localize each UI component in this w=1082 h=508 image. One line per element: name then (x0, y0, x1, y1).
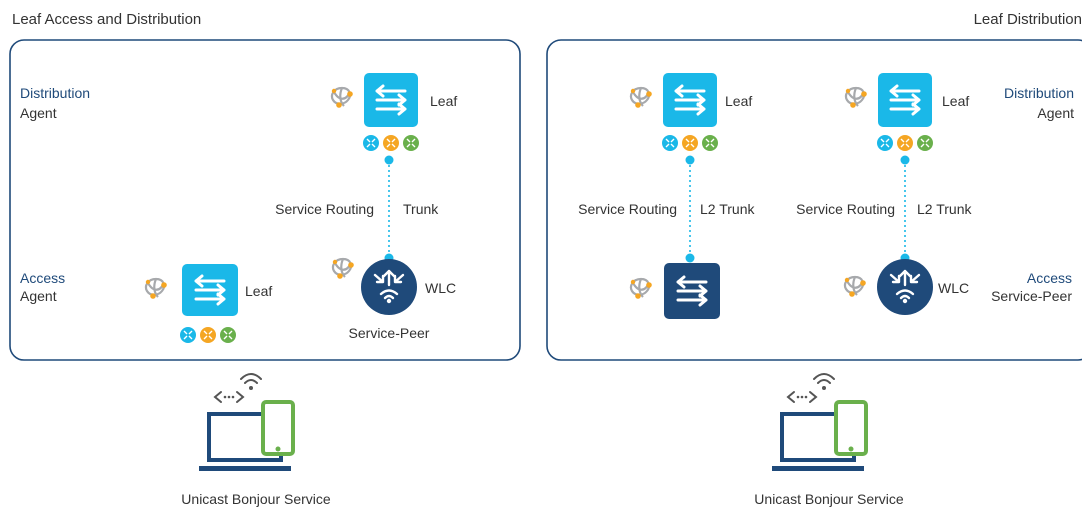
bonjour-service-icon (144, 277, 168, 300)
wlc-label: WLC (425, 280, 456, 296)
client-label: Unicast Bonjour Service (754, 491, 904, 507)
service-badge-icon (362, 134, 420, 152)
distribution-agent-label: Agent (1037, 105, 1074, 121)
distribution-agent-label: Agent (20, 105, 57, 121)
wlc-icon (361, 259, 417, 315)
service-routing-label: Service Routing (796, 201, 895, 217)
access-agent-label: Agent (20, 288, 57, 304)
leaf-switch-label: Leaf (942, 93, 969, 109)
link-endpoint (384, 155, 394, 165)
switch-arrows-icon (674, 84, 706, 116)
leaf-switch-label: Leaf (430, 93, 457, 109)
bonjour-service-icon (330, 86, 354, 109)
service-peer-label: Service-Peer (349, 325, 430, 341)
link-endpoint (685, 155, 695, 165)
service-routing-label: Service Routing (578, 201, 677, 217)
leaf-switch-label: Leaf (725, 93, 752, 109)
trunk-label: L2 Trunk (700, 201, 755, 217)
link-endpoint (685, 253, 695, 263)
bonjour-service-icon (629, 277, 653, 300)
bonjour-service-icon (331, 257, 355, 280)
service-peer-role-label: Service-Peer (991, 288, 1072, 304)
panel-frame (9, 39, 521, 361)
service-badge-icon (876, 134, 934, 152)
switch-arrows-icon (375, 84, 407, 116)
service-badge-icon (179, 326, 237, 344)
panel-title: Leaf Access and Distribution (12, 11, 201, 28)
switch-arrows-icon (194, 274, 226, 306)
client-label: Unicast Bonjour Service (181, 491, 331, 507)
link-endpoint (900, 155, 910, 165)
bonjour-service-icon (844, 86, 868, 109)
distribution-role-label: Distribution (20, 85, 90, 101)
bonjour-service-icon (843, 275, 867, 298)
leaf-switch-label: Leaf (245, 283, 272, 299)
access-role-label: Access (20, 270, 65, 286)
switch-arrows-icon (676, 275, 708, 307)
access-role-label: Access (1027, 270, 1072, 286)
distribution-role-label: Distribution (1004, 85, 1074, 101)
trunk-label: Trunk (403, 201, 439, 217)
bonjour-service-icon (629, 86, 653, 109)
panel-title: Leaf Distribution (974, 11, 1082, 28)
wlc-label: WLC (938, 280, 969, 296)
trunk-label: L2 Trunk (917, 201, 972, 217)
service-routing-label: Service Routing (275, 201, 374, 217)
switch-arrows-icon (889, 84, 921, 116)
laptop-phone-client-icon (770, 372, 868, 473)
laptop-phone-client-icon (197, 372, 295, 473)
wlc-icon (877, 259, 933, 315)
service-badge-icon (661, 134, 719, 152)
panel-frame (546, 39, 1082, 361)
